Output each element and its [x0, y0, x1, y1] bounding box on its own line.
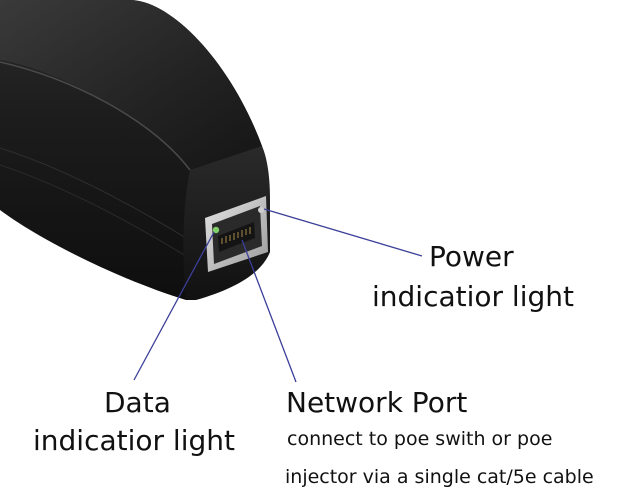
network-port-label: Network Port — [286, 386, 468, 419]
data-led-icon — [212, 226, 220, 234]
power-callout-line — [263, 208, 423, 257]
power-indicator-label: Power — [429, 240, 514, 273]
network-port-description-line2: injector via a single cat/5e cable — [285, 466, 594, 488]
power-indicator-label-line2: indicatior light — [372, 280, 574, 313]
power-led-icon — [258, 207, 264, 213]
port-contacts — [221, 227, 251, 244]
data-callout-line — [133, 231, 215, 381]
network-callout-line — [241, 239, 297, 383]
data-indicator-label-line2: indicatior light — [33, 424, 235, 457]
data-indicator-label: Data — [104, 386, 171, 419]
network-port-description-line1: connect to poe swith or poe — [287, 428, 553, 450]
network-port — [205, 196, 268, 272]
callout-lines — [133, 208, 423, 383]
